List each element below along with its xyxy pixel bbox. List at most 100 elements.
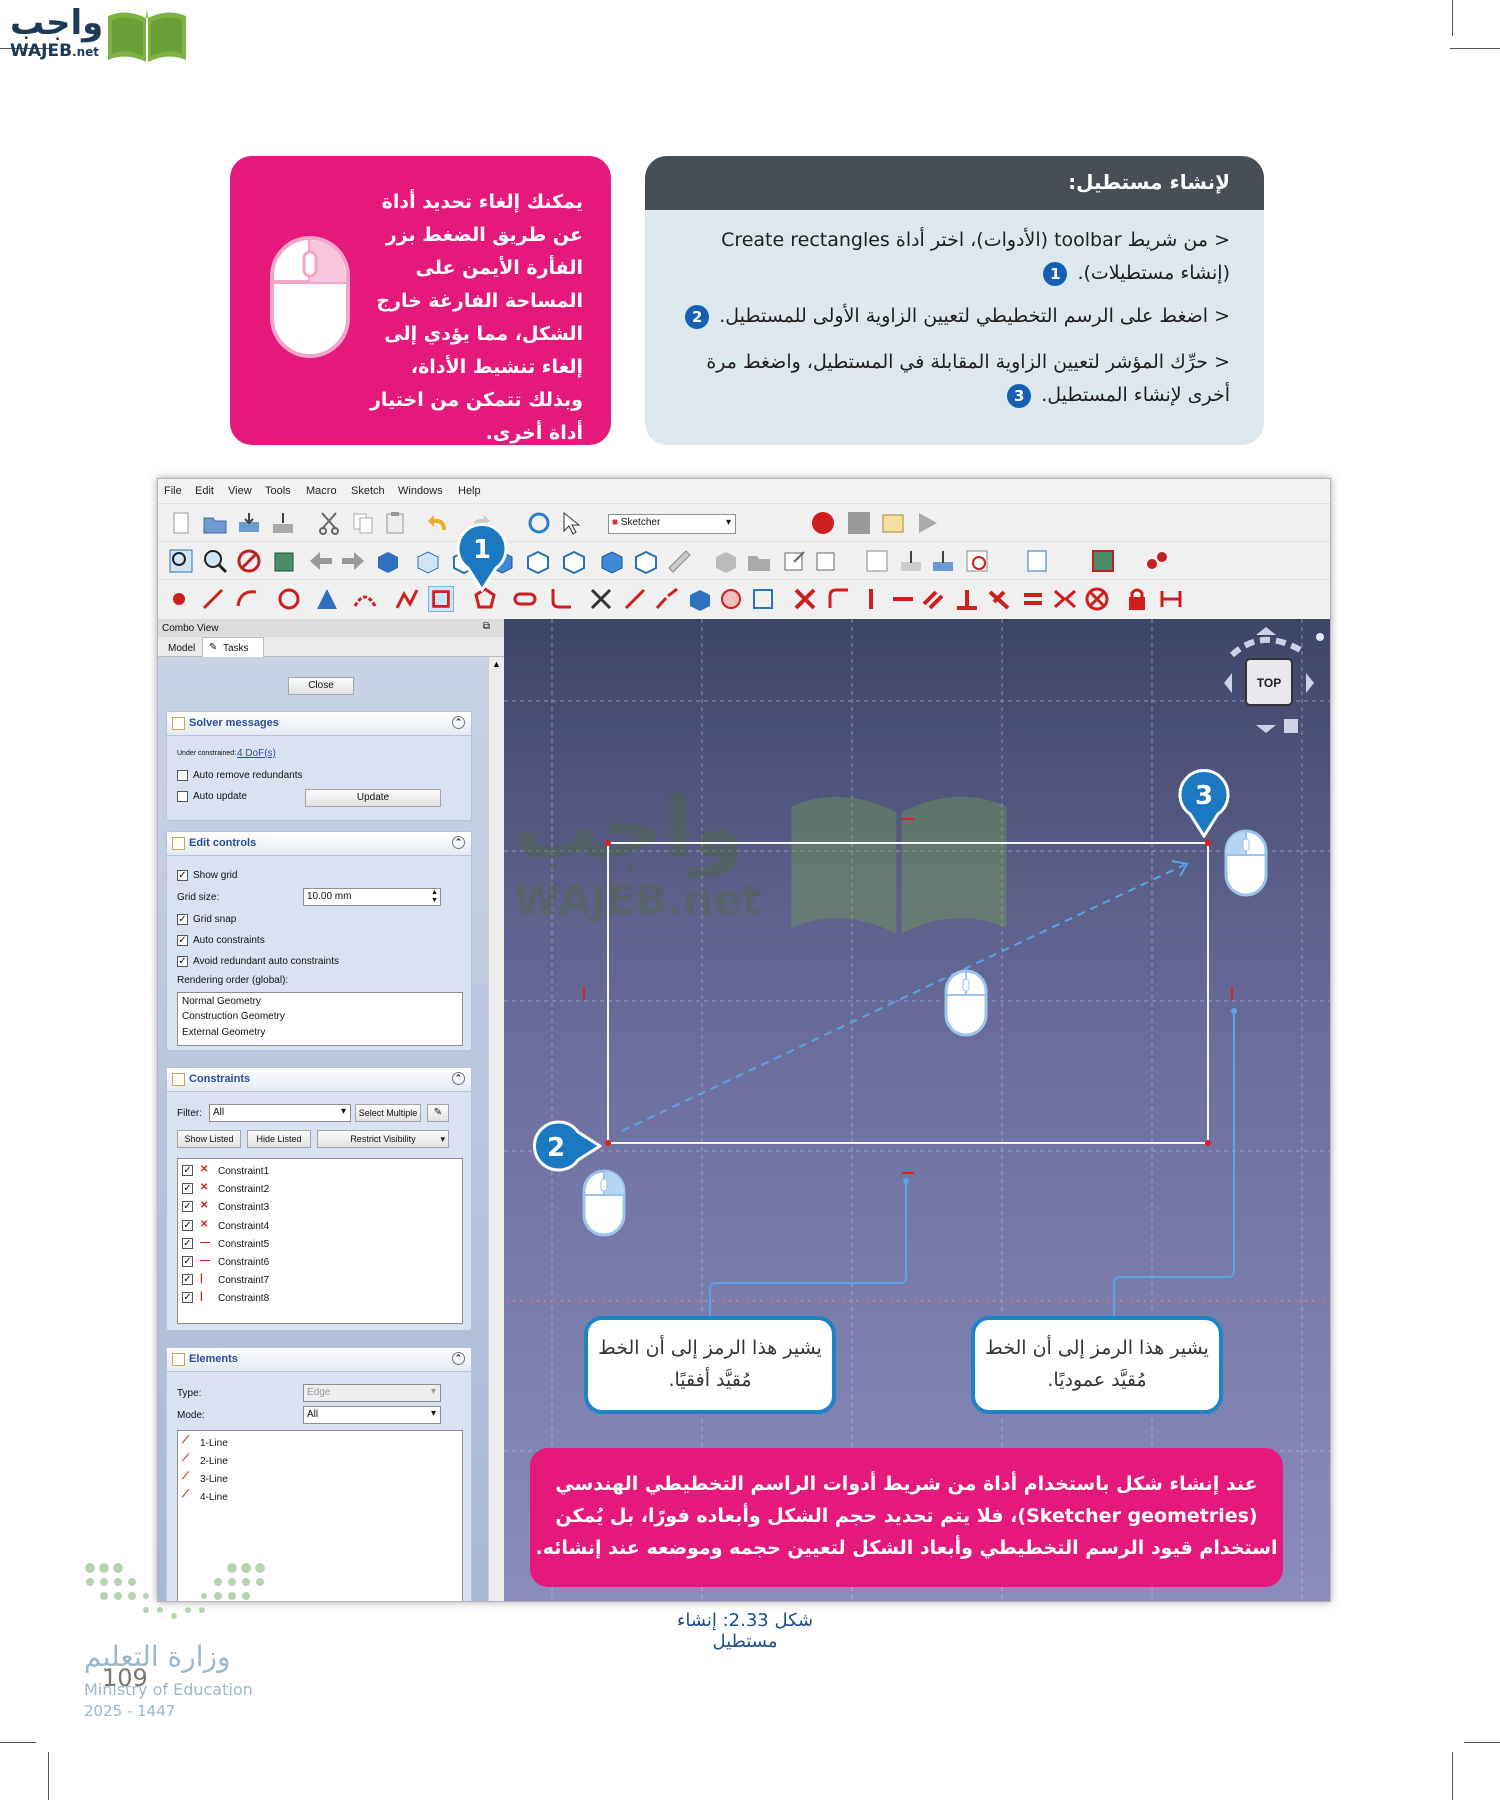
- std-views-icon[interactable]: [374, 548, 400, 574]
- list-item[interactable]: ⟋1-Line: [182, 1435, 452, 1451]
- dof-link[interactable]: 4 DoF(s): [237, 748, 276, 759]
- point-on-object-icon[interactable]: [826, 586, 852, 612]
- grid-snap-checkbox[interactable]: ✓: [177, 914, 188, 925]
- leave-sketch-icon[interactable]: [930, 548, 956, 574]
- visibility-checkbox[interactable]: ✓: [182, 1165, 193, 1176]
- split-icon[interactable]: [654, 586, 680, 612]
- left-view-icon[interactable]: [632, 548, 658, 574]
- collapse-icon[interactable]: ⌃: [452, 1352, 465, 1365]
- validate-sketch-icon[interactable]: [1090, 548, 1116, 574]
- horizontal-distance-icon[interactable]: [1158, 586, 1184, 612]
- list-item[interactable]: Construction Geometry: [182, 1011, 285, 1022]
- visibility-checkbox[interactable]: ✓: [182, 1201, 193, 1213]
- edit-controls-header[interactable]: Edit controls⌃: [167, 832, 471, 856]
- perpendicular-constraint-icon[interactable]: [954, 586, 980, 612]
- symmetric-constraint-icon[interactable]: [1052, 586, 1078, 612]
- tab-tasks[interactable]: ✎ Tasks: [202, 637, 264, 657]
- collapse-icon[interactable]: ⌃: [452, 716, 465, 729]
- tangent-constraint-icon[interactable]: [986, 586, 1012, 612]
- collapse-icon[interactable]: ⌃: [452, 1072, 465, 1085]
- list-item[interactable]: External Geometry: [182, 1027, 266, 1038]
- polyline-icon[interactable]: [394, 586, 420, 612]
- task-panel-scrollbar[interactable]: ▲: [488, 657, 504, 1601]
- part-icon[interactable]: [712, 548, 738, 574]
- forward-arrow-icon[interactable]: [340, 548, 366, 574]
- navigation-cube[interactable]: TOP: [1210, 625, 1328, 745]
- coincident-icon[interactable]: [792, 586, 818, 612]
- visibility-checkbox[interactable]: ✓: [182, 1256, 193, 1267]
- visibility-checkbox[interactable]: ✓: [182, 1219, 193, 1231]
- hide-listed-button[interactable]: Hide Listed: [247, 1130, 311, 1148]
- circle-icon[interactable]: [276, 586, 302, 612]
- block-constraint-icon[interactable]: [1084, 586, 1110, 612]
- visibility-checkbox[interactable]: ✓: [182, 1183, 193, 1195]
- create-rectangle-icon[interactable]: [428, 586, 454, 612]
- update-button[interactable]: Update: [305, 789, 441, 807]
- trim-icon[interactable]: [588, 586, 614, 612]
- table-row[interactable]: ✓|Constraint7: [182, 1272, 452, 1288]
- site-logo[interactable]: واجب WAJEB.net: [10, 4, 103, 61]
- table-row[interactable]: ✓✕Constraint1: [182, 1163, 452, 1179]
- restrict-visibility-button[interactable]: Restrict Visibility▾: [317, 1130, 449, 1148]
- table-row[interactable]: ✓✕Constraint3: [182, 1199, 452, 1215]
- table-row[interactable]: ✓—Constraint6: [182, 1254, 452, 1270]
- avoid-redundant-checkbox[interactable]: ✓: [177, 956, 188, 967]
- link-icon[interactable]: [782, 548, 808, 574]
- undo-icon[interactable]: [426, 510, 452, 536]
- save-icon[interactable]: [236, 510, 262, 536]
- menu-macro[interactable]: Macro: [306, 485, 337, 497]
- constraints-header[interactable]: Constraints⌃: [167, 1068, 471, 1092]
- new-sketch-icon[interactable]: [864, 548, 890, 574]
- horizontal-constraint-icon[interactable]: [890, 586, 916, 612]
- edit-sketch-icon[interactable]: [898, 548, 924, 574]
- mode-select[interactable]: All▾: [303, 1406, 441, 1424]
- workbench-selector[interactable]: ■ Sketcher▾: [608, 514, 736, 534]
- bottom-view-icon[interactable]: [598, 548, 624, 574]
- carbon-copy-icon[interactable]: [718, 586, 744, 612]
- visibility-checkbox[interactable]: ✓: [182, 1274, 193, 1286]
- solver-messages-header[interactable]: Solver messages⌃: [167, 712, 471, 736]
- extend-icon[interactable]: [622, 586, 648, 612]
- view-sketch-icon[interactable]: [964, 548, 990, 574]
- list-item[interactable]: Normal Geometry: [182, 996, 261, 1007]
- filter-select[interactable]: All▾: [209, 1104, 351, 1122]
- constraints-list[interactable]: ✓✕Constraint1✓✕Constraint2✓✕Constraint3✓…: [177, 1158, 463, 1324]
- menu-windows[interactable]: Windows: [398, 485, 443, 497]
- rear-view-icon[interactable]: [560, 548, 586, 574]
- table-row[interactable]: ✓—Constraint5: [182, 1236, 452, 1252]
- vertical-constraint-icon[interactable]: [858, 586, 884, 612]
- bspline-icon[interactable]: [352, 586, 378, 612]
- tab-model[interactable]: Model: [168, 643, 196, 654]
- undock-icon[interactable]: ⧉: [482, 621, 490, 632]
- type-select[interactable]: Edge▾: [303, 1384, 441, 1402]
- rectangle-shape[interactable]: [607, 842, 1209, 1144]
- refresh-icon[interactable]: [526, 510, 552, 536]
- conic-icon[interactable]: [314, 586, 340, 612]
- menu-file[interactable]: File: [164, 485, 182, 497]
- table-row[interactable]: ✓|Constraint8: [182, 1290, 452, 1306]
- close-button[interactable]: Close: [288, 677, 354, 695]
- menu-edit[interactable]: Edit: [195, 485, 214, 497]
- settings-icon[interactable]: ✎: [427, 1104, 449, 1122]
- menu-view[interactable]: View: [228, 485, 252, 497]
- equal-constraint-icon[interactable]: [1020, 586, 1046, 612]
- list-item[interactable]: ⟋4-Line: [182, 1489, 452, 1505]
- sketch-canvas[interactable]: واجب WAJEB.net: [504, 619, 1330, 1601]
- merge-sketch-icon[interactable]: [1144, 548, 1170, 574]
- polygon-icon[interactable]: [472, 586, 498, 612]
- link-actions-icon[interactable]: [814, 548, 840, 574]
- auto-remove-checkbox[interactable]: [177, 770, 188, 781]
- rendering-order-list[interactable]: Normal Geometry Construction Geometry Ex…: [177, 992, 463, 1046]
- fit-selection-icon[interactable]: [202, 548, 228, 574]
- map-sketch-icon[interactable]: [1024, 548, 1050, 574]
- list-item[interactable]: ⟋3-Line: [182, 1471, 452, 1487]
- lock-constraint-icon[interactable]: [1124, 586, 1150, 612]
- line-icon[interactable]: [200, 586, 226, 612]
- auto-update-checkbox[interactable]: [177, 791, 188, 802]
- visibility-checkbox[interactable]: ✓: [182, 1292, 193, 1304]
- bounding-box-icon[interactable]: [272, 548, 298, 574]
- execute-macro-icon[interactable]: [914, 510, 940, 536]
- whats-this-icon[interactable]: [558, 510, 584, 536]
- menu-tools[interactable]: Tools: [265, 485, 291, 497]
- isometric-view-icon[interactable]: [414, 548, 440, 574]
